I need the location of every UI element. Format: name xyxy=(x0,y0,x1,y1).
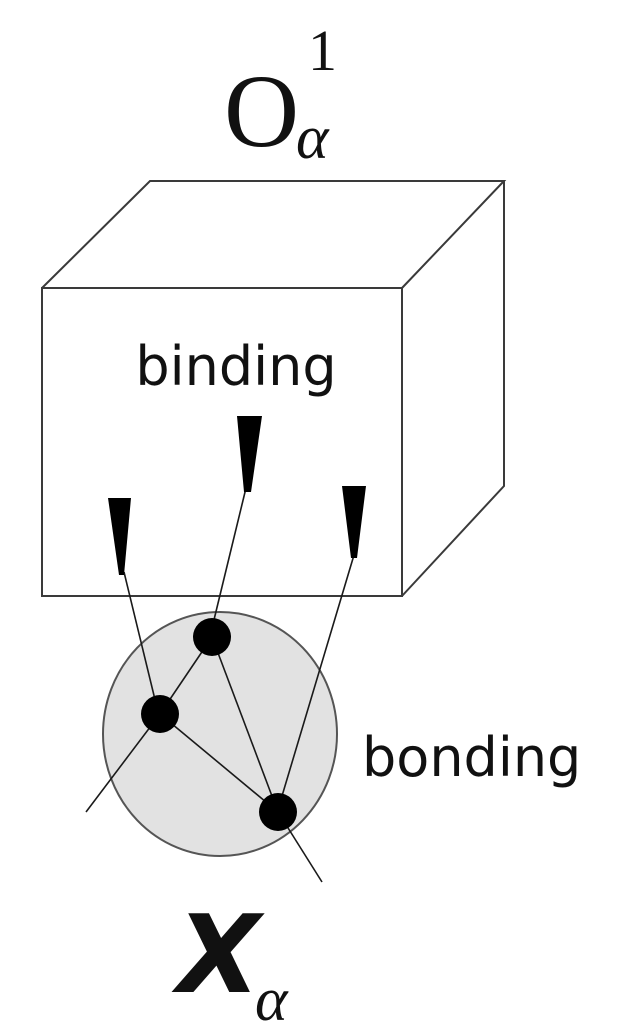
bond-left-right xyxy=(159,713,279,813)
object-label: O 1 α xyxy=(224,18,337,172)
bond-top-right xyxy=(211,636,279,813)
binding-label: binding xyxy=(135,335,336,398)
line-right-binding-to-dot xyxy=(281,554,355,797)
line-left-binding-to-dot xyxy=(123,571,159,713)
object-label-superscript: 1 xyxy=(308,18,337,83)
bonding-atoms xyxy=(141,618,297,831)
object-label-base: O xyxy=(224,54,299,169)
component-label-base: X xyxy=(171,893,265,1018)
bond-left-outward xyxy=(85,713,161,813)
box-side-face xyxy=(401,181,505,597)
atom-left xyxy=(141,695,179,733)
binding-site-left xyxy=(108,498,131,575)
component-label-subscript: α xyxy=(255,966,289,1034)
object-label-subscript: α xyxy=(296,104,330,172)
component-label: X α xyxy=(171,893,289,1034)
box-front-face xyxy=(41,287,403,597)
atom-top xyxy=(193,618,231,656)
binding-site-right xyxy=(342,486,366,558)
line-center-binding-to-dot xyxy=(211,487,247,629)
box-top-face xyxy=(41,180,507,289)
binding-box xyxy=(41,180,507,597)
binding-sites xyxy=(108,416,366,575)
atom-right xyxy=(259,793,297,831)
bonding-label: bonding xyxy=(362,726,581,789)
binding-site-center xyxy=(237,416,262,492)
